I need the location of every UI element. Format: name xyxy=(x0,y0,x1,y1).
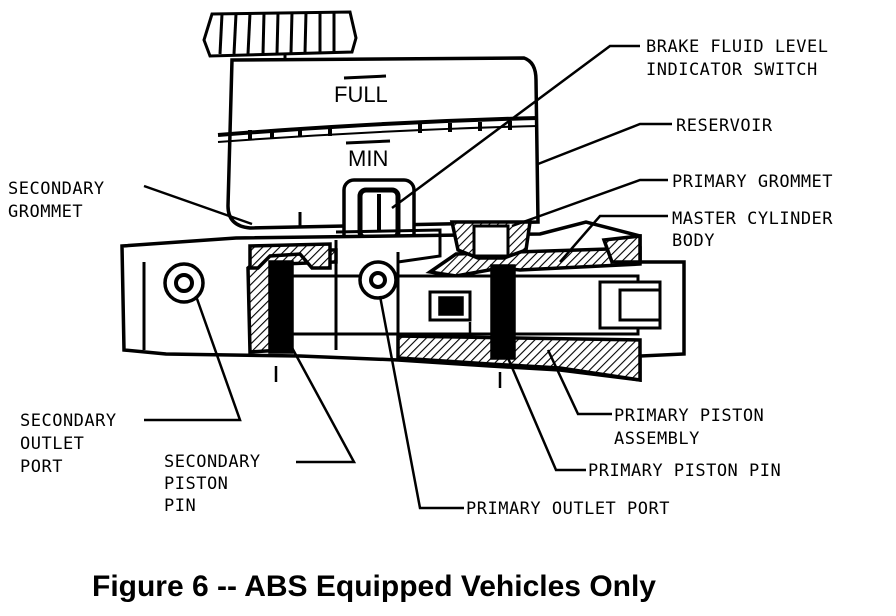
label-master-cylinder-body: MASTER CYLINDER BODY xyxy=(672,209,833,251)
svg-text:MASTER CYLINDER: MASTER CYLINDER xyxy=(672,209,833,229)
svg-text:PIN: PIN xyxy=(164,496,196,516)
leader-lines xyxy=(143,44,672,510)
svg-text:SECONDARY: SECONDARY xyxy=(164,452,261,472)
label-primary-piston-pin: PRIMARY PISTON PIN xyxy=(588,461,781,481)
svg-text:ASSEMBLY: ASSEMBLY xyxy=(614,429,700,449)
svg-text:OUTLET: OUTLET xyxy=(20,434,84,454)
min-mark: MIN xyxy=(348,146,388,171)
label-secondary-outlet-port: SECONDARY OUTLET PORT xyxy=(20,411,117,477)
svg-text:INDICATOR SWITCH: INDICATOR SWITCH xyxy=(646,60,818,80)
master-cylinder-body xyxy=(120,220,686,383)
figure-caption: Figure 6 -- ABS Equipped Vehicles Only xyxy=(92,570,656,603)
svg-text:SECONDARY: SECONDARY xyxy=(20,411,117,431)
reservoir xyxy=(217,56,540,230)
label-primary-outlet-port: PRIMARY OUTLET PORT xyxy=(466,499,670,519)
label-brake-fluid-level-switch: BRAKE FLUID LEVEL INDICATOR SWITCH xyxy=(646,37,829,80)
svg-text:PRIMARY PISTON: PRIMARY PISTON xyxy=(614,406,764,426)
label-secondary-grommet: SECONDARY GROMMET xyxy=(8,179,105,222)
label-secondary-piston-pin: SECONDARY PISTON PIN xyxy=(164,452,261,516)
svg-text:BODY: BODY xyxy=(672,231,715,251)
svg-text:BRAKE FLUID LEVEL: BRAKE FLUID LEVEL xyxy=(646,37,829,57)
label-reservoir: RESERVOIR xyxy=(676,116,773,136)
svg-text:PISTON: PISTON xyxy=(164,474,228,494)
svg-text:SECONDARY: SECONDARY xyxy=(8,179,105,199)
svg-text:PORT: PORT xyxy=(20,457,63,477)
label-primary-grommet: PRIMARY GROMMET xyxy=(672,172,833,192)
label-primary-piston-assembly: PRIMARY PISTON ASSEMBLY xyxy=(614,406,764,449)
full-mark: FULL xyxy=(334,82,388,107)
svg-text:GROMMET: GROMMET xyxy=(8,202,83,222)
